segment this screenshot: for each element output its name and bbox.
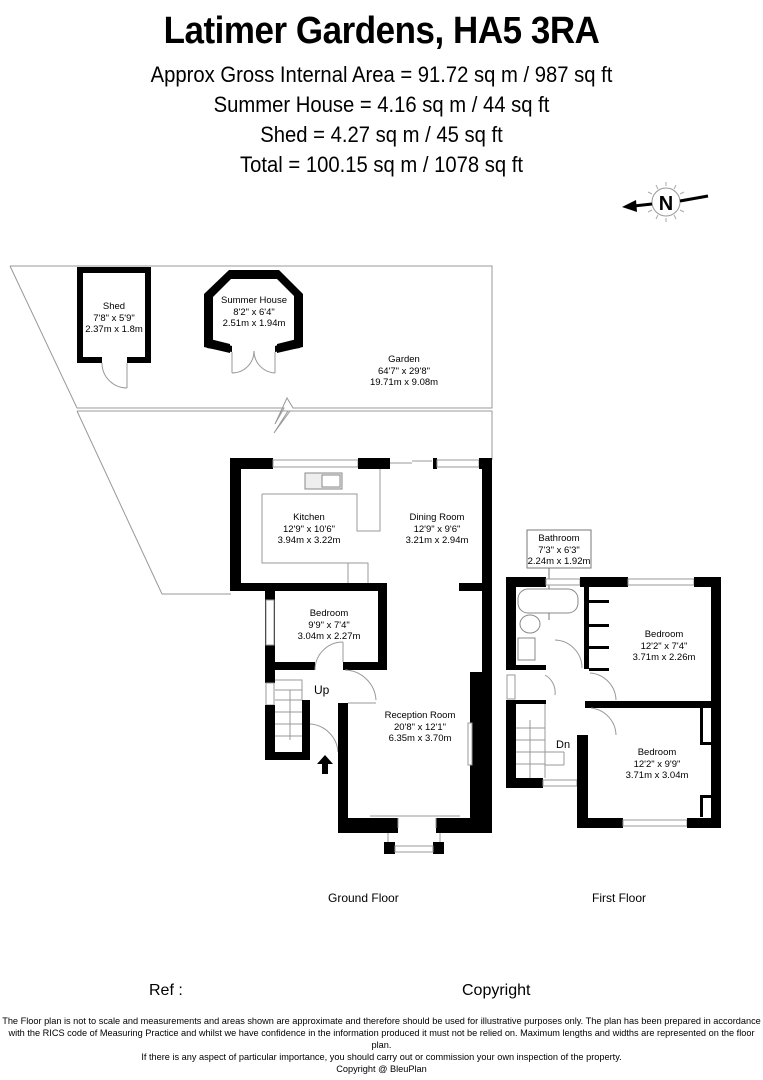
first-bedroom-2-label: Bedroom 12'2" x 9'9" 3.71m x 3.04m: [625, 747, 689, 781]
bathroom-label: Bathroom 7'3" x 6'3" 2.24m x 1.92m: [527, 533, 591, 567]
summer-house-structure: [204, 270, 303, 374]
ground-floor-label: Ground Floor: [328, 891, 399, 905]
first-bedroom-1-label: Bedroom 12'2" x 7'4" 3.71m x 2.26m: [632, 629, 696, 663]
kitchen-label: Kitchen 12'9" x 10'6" 3.94m x 3.22m: [277, 512, 341, 546]
dining-room-label: Dining Room 12'9" x 9'6" 3.21m x 2.94m: [405, 512, 469, 546]
shed-area: Shed = 4.27 sq m / 45 sq ft: [260, 122, 503, 147]
shed-structure: [77, 267, 151, 389]
gross-internal-area: Approx Gross Internal Area = 91.72 sq m …: [150, 62, 613, 87]
summer-house-label: Summer House 8'2" x 6'4" 2.51m x 1.94m: [221, 295, 287, 329]
garden-outline: [9, 265, 493, 595]
entrance-arrow-icon: [317, 755, 333, 774]
svg-text:N: N: [659, 193, 673, 215]
shed-label: Shed 7'8" x 5'9" 2.37m x 1.8m: [85, 301, 143, 335]
page-title: Latimer Gardens, HA5 3RA: [163, 10, 600, 52]
disclaimer: The Floor plan is not to scale and measu…: [2, 1016, 761, 1074]
first-floor-label: First Floor: [592, 891, 646, 905]
first-floor-plan: [506, 529, 721, 828]
ref-label: Ref :: [149, 982, 183, 999]
summer-house-area: Summer House = 4.16 sq m / 44 sq ft: [213, 92, 550, 117]
north-compass-icon: N: [622, 182, 709, 222]
ground-floor-plan: [230, 458, 492, 854]
total-area: Total = 100.15 sq m / 1078 sq ft: [240, 152, 523, 177]
stairs-up-label: Up: [314, 683, 330, 697]
copyright-label: Copyright: [462, 982, 531, 999]
stairs-down-label: Dn: [556, 739, 571, 751]
garden-label: Garden 64'7" x 29'8" 19.71m x 9.08m: [369, 354, 439, 388]
ground-bedroom-label: Bedroom 9'9" x 7'4" 3.04m x 2.27m: [297, 608, 361, 642]
reception-room-label: Reception Room 20'8" x 12'1" 6.35m x 3.7…: [384, 710, 456, 744]
